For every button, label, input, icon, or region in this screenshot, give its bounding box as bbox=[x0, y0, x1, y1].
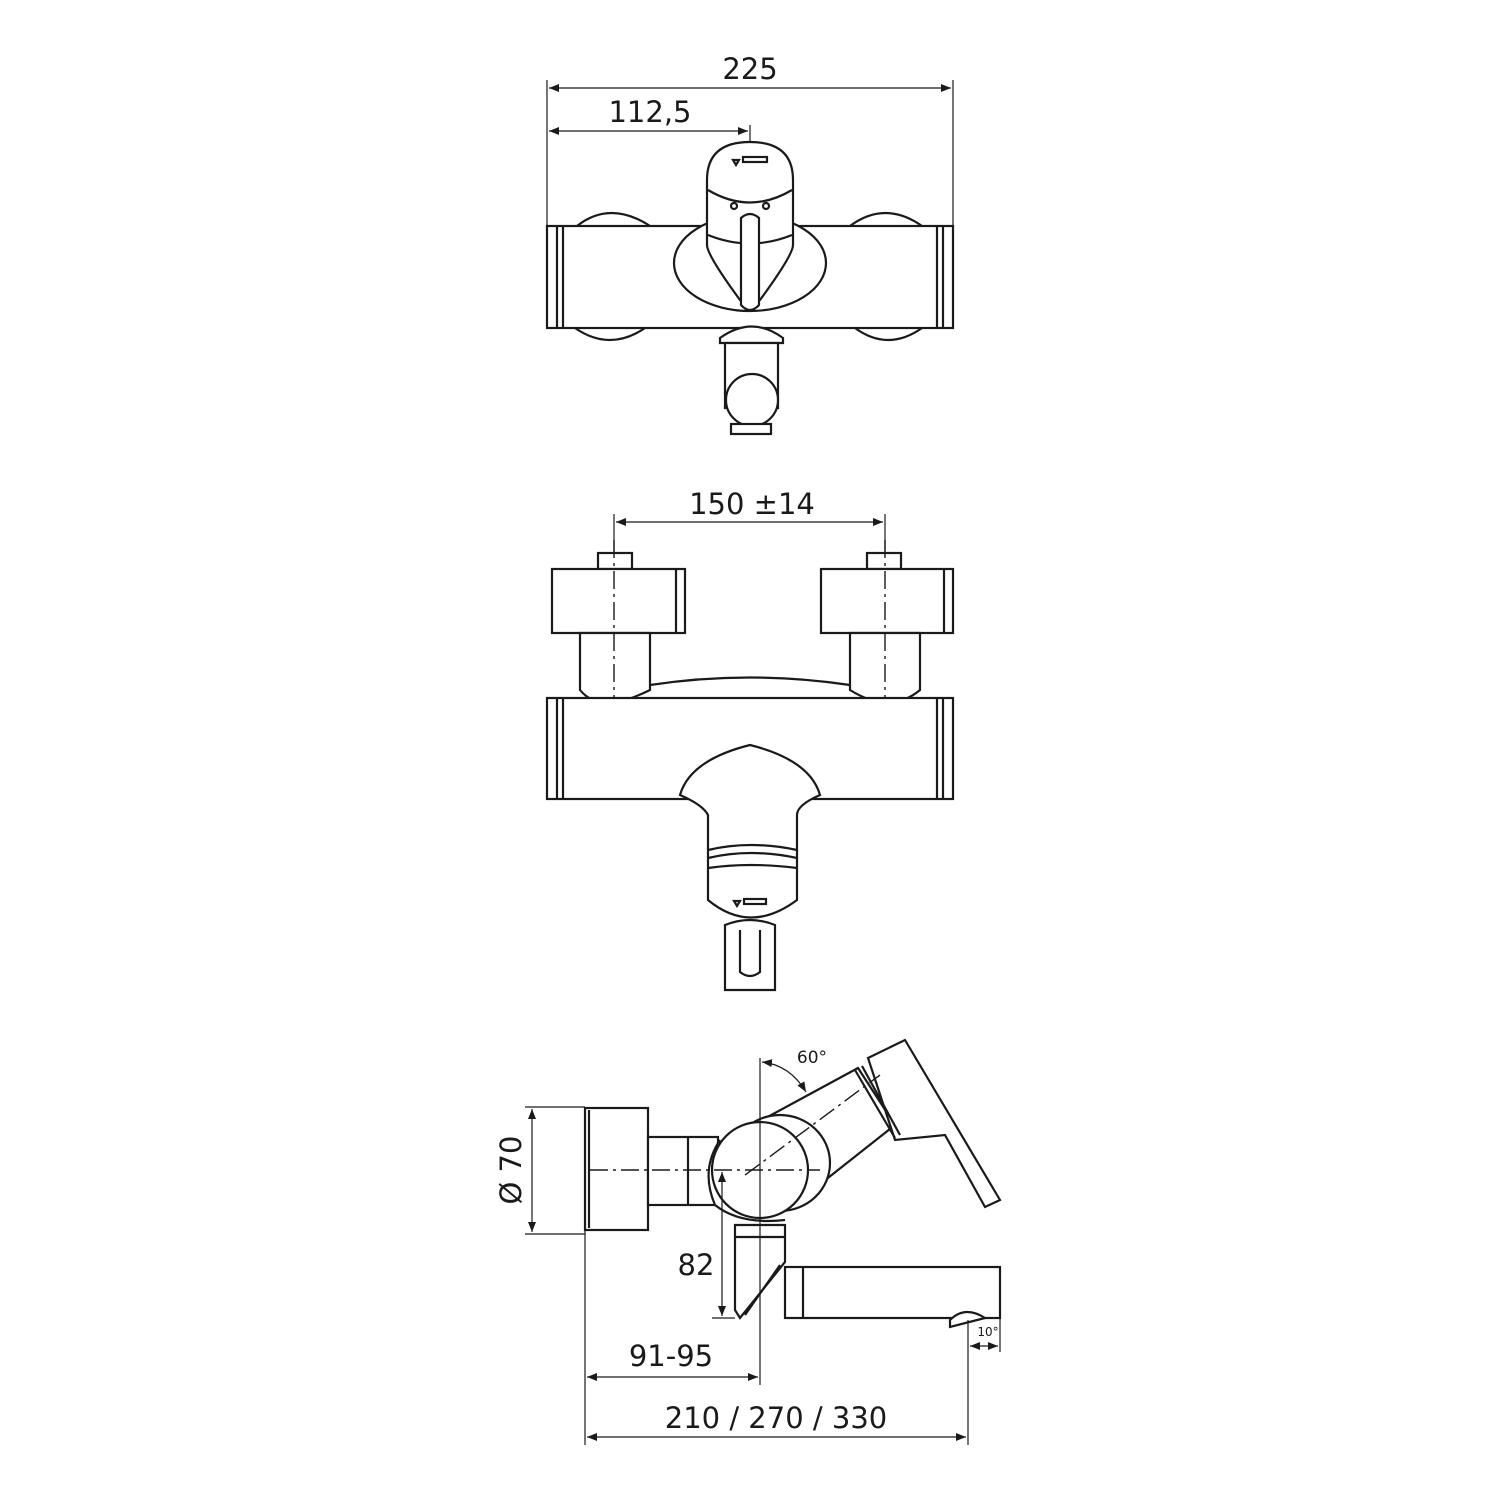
lever-top bbox=[739, 212, 761, 312]
eccentric-left-bottom bbox=[574, 327, 646, 341]
dim-150-label: 150 ±14 bbox=[689, 487, 815, 521]
front-view: 150 ±14 bbox=[545, 487, 955, 992]
dimension-half-width: 112,5 bbox=[549, 95, 751, 160]
connector-nut-left bbox=[550, 567, 687, 635]
eccentric-right-top bbox=[849, 211, 923, 227]
dimension-overall-width: 225 bbox=[546, 52, 954, 228]
spout-horizontal bbox=[783, 1265, 1002, 1320]
top-view: 225 112,5 bbox=[545, 52, 955, 436]
aerator bbox=[948, 1310, 988, 1329]
dim-225-label: 225 bbox=[722, 52, 777, 86]
dim-91-95-label: 91-95 bbox=[629, 1339, 713, 1373]
side-view: 60° Ø 70 82 10° 91-95 210 / 270 / 330 bbox=[494, 1038, 1002, 1445]
dim-reach-label: 210 / 270 / 330 bbox=[665, 1401, 887, 1435]
dimension-connection-spacing: 150 ±14 bbox=[613, 487, 886, 560]
eccentric-pipe-left bbox=[578, 631, 652, 704]
connector-nut-right bbox=[819, 567, 955, 635]
dim-diameter-70-label: Ø 70 bbox=[494, 1136, 528, 1205]
angle-60-label: 60° bbox=[797, 1048, 827, 1068]
dim-82-label: 82 bbox=[678, 1248, 715, 1282]
eccentric-right-bottom bbox=[854, 327, 923, 341]
lever-front bbox=[723, 918, 777, 992]
eccentric-left-top bbox=[576, 211, 651, 227]
connection-pipe bbox=[646, 1135, 720, 1207]
wall-rosette bbox=[583, 1106, 650, 1232]
handle-front bbox=[678, 743, 822, 919]
lever-handle bbox=[866, 1038, 1002, 1209]
angle-10-label: 10° bbox=[977, 1325, 998, 1339]
dim-112-5-label: 112,5 bbox=[608, 95, 691, 129]
